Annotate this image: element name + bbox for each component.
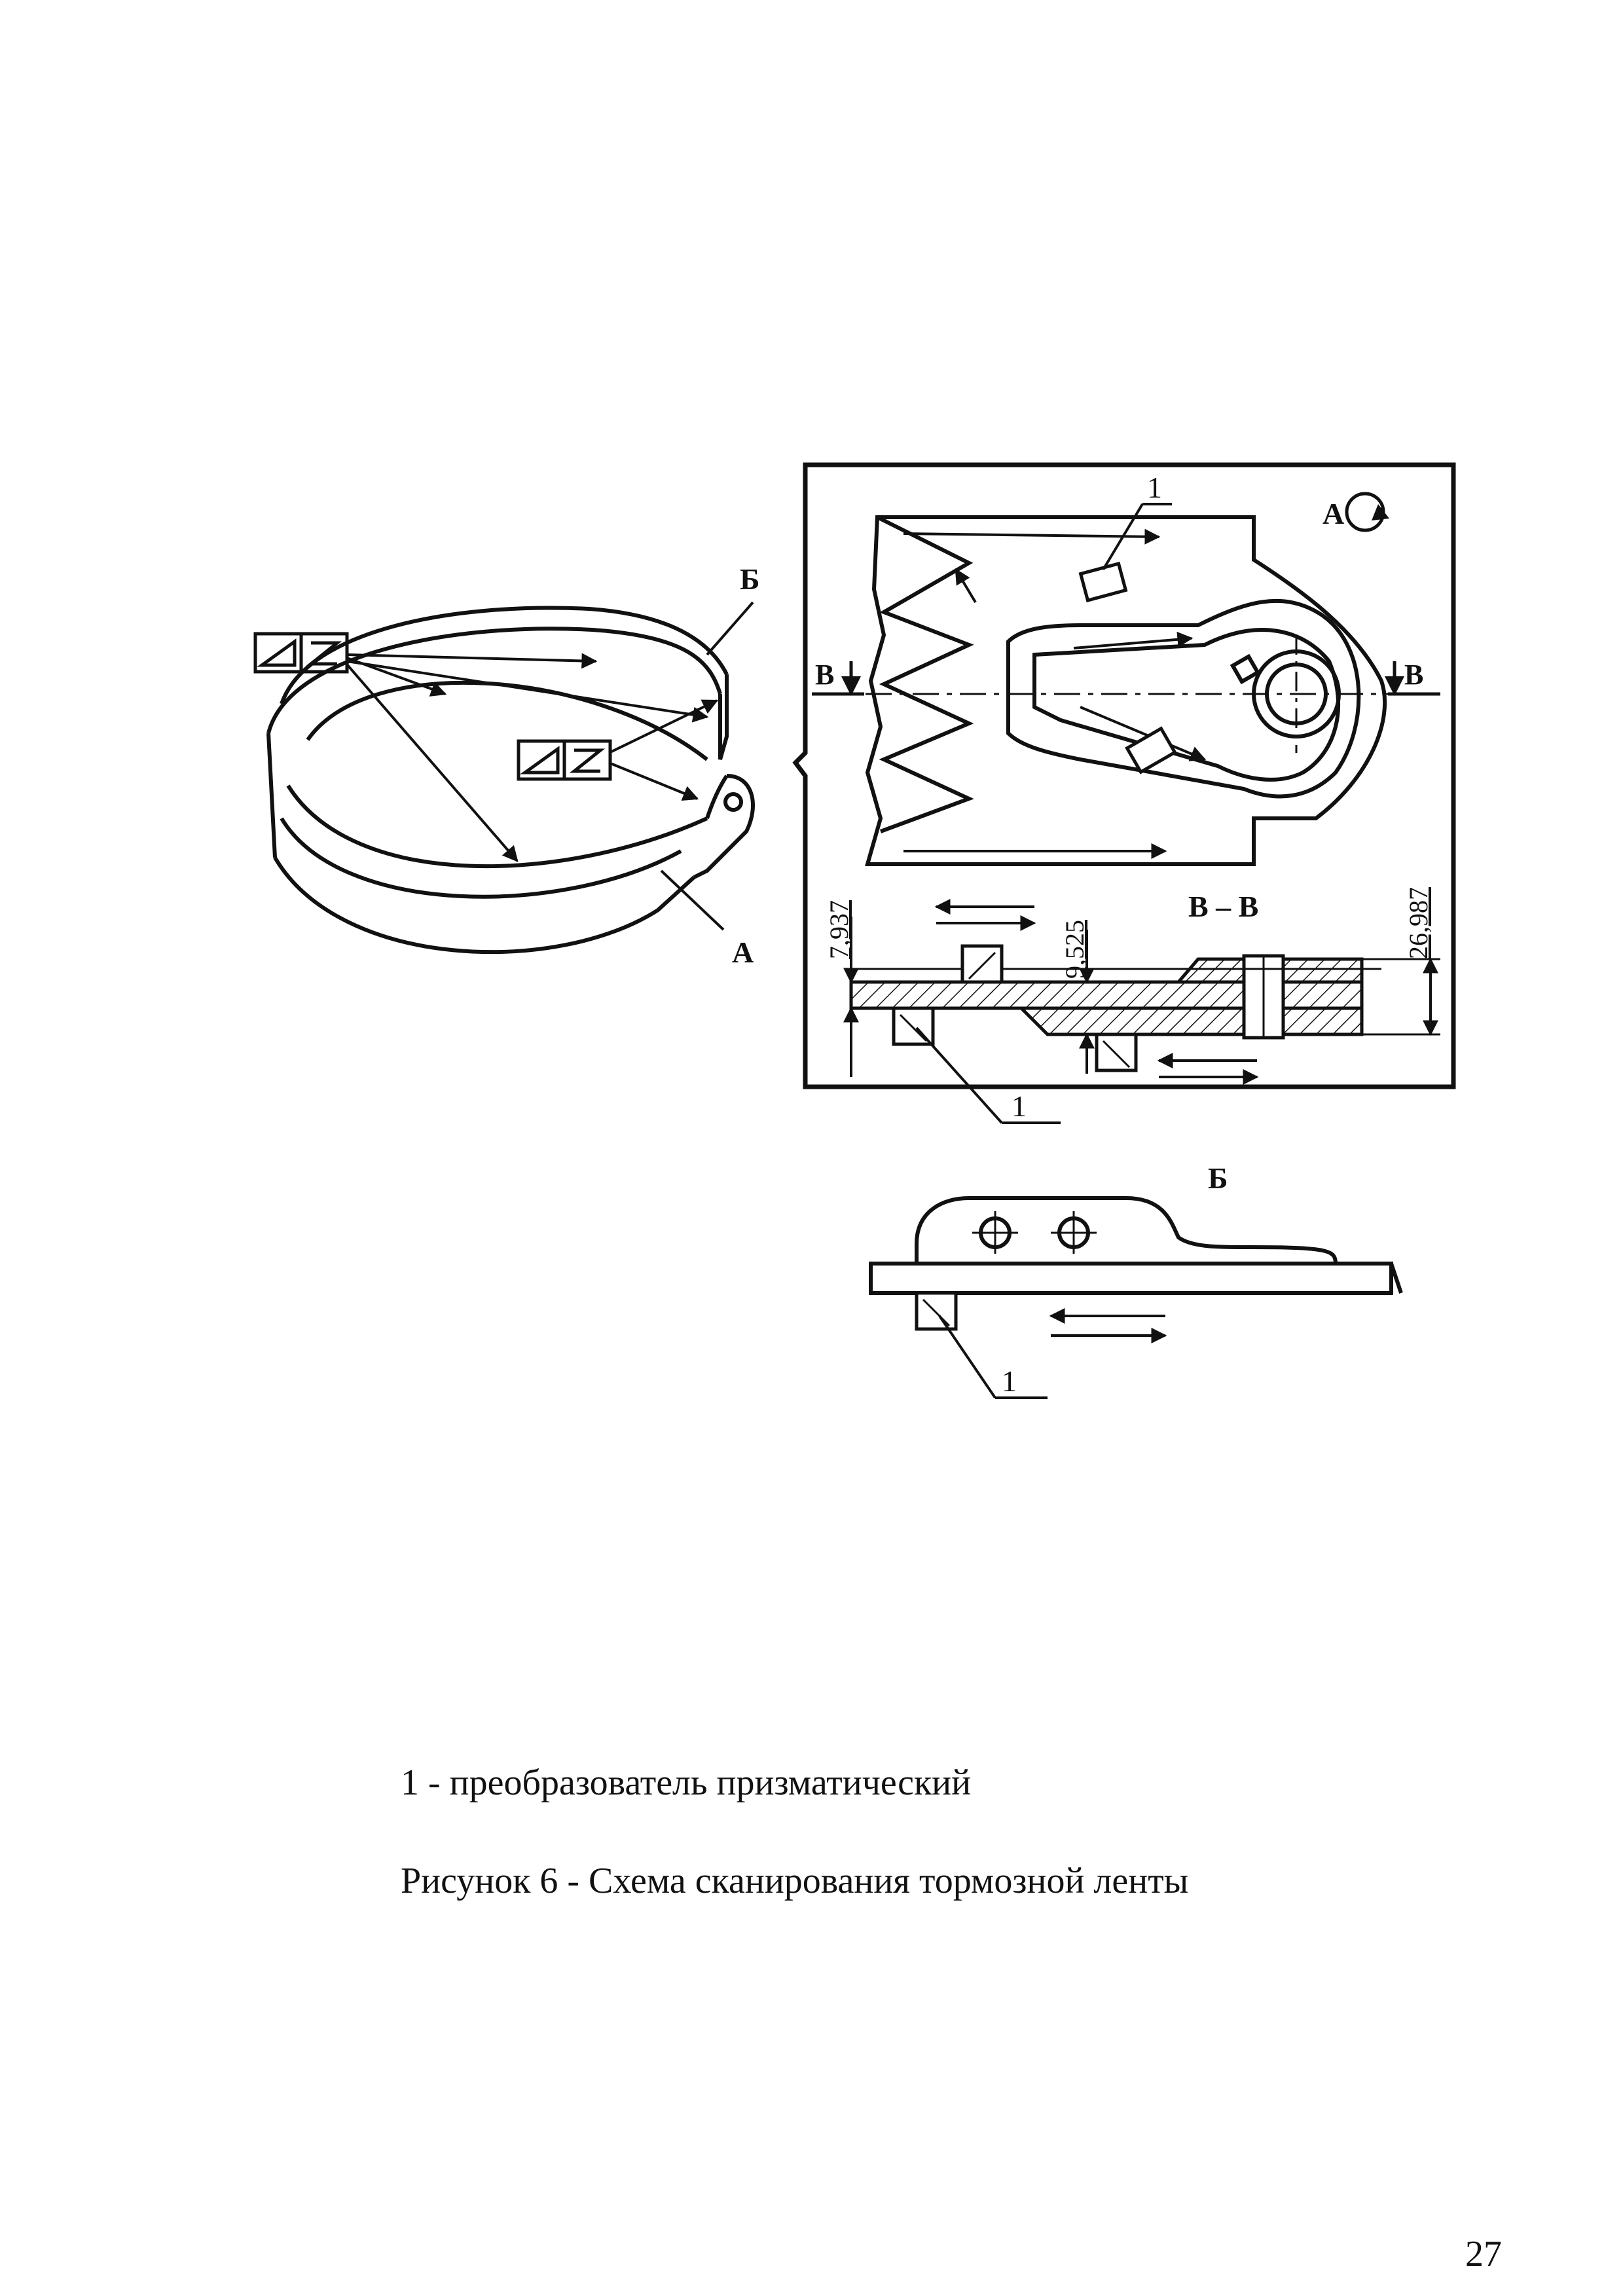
view-a-indicator: А — [1322, 492, 1389, 532]
scan-arrows-band — [346, 601, 754, 931]
view-b-drawing — [869, 1196, 1403, 1295]
brake-band-perspective — [266, 606, 755, 955]
section-markers — [812, 661, 1440, 696]
section-bb — [845, 954, 1381, 1040]
dimension-9525: 9,525 — [1060, 920, 1089, 979]
view-b-callout — [938, 1315, 1048, 1399]
section-scan-arrows — [934, 899, 1259, 1085]
view-b-arrows — [1049, 1308, 1167, 1343]
view-b-transducer — [915, 1291, 958, 1331]
view-b-title: Б — [1208, 1161, 1228, 1195]
section-marker-right: В — [1404, 659, 1423, 691]
view-b-callout-number: 1 — [1002, 1364, 1017, 1398]
page-number: 27 — [1465, 2234, 1502, 2274]
scan-path-arrows — [903, 528, 1207, 859]
view-a-label: А — [1322, 497, 1344, 530]
section-transducers — [892, 944, 1138, 1072]
detail-frame — [792, 462, 1456, 1089]
dimension-7937: 7,937 — [824, 900, 854, 959]
figure-caption: Рисунок 6 - Схема сканирования тормозной… — [401, 1861, 1189, 1901]
section-callout-number: 1 — [1012, 1089, 1027, 1123]
band-label-b: Б — [740, 562, 759, 596]
transducer-icons — [253, 632, 612, 781]
callout-top — [1102, 503, 1172, 571]
dimension-26987: 26,987 — [1404, 887, 1433, 959]
band-label-a: А — [732, 936, 754, 969]
section-marker-left: В — [815, 659, 834, 691]
dimension-lines — [843, 917, 1440, 1077]
transducers-on-plate — [1078, 561, 1177, 774]
view-a-plate — [865, 515, 1387, 866]
callout-top-number: 1 — [1147, 471, 1162, 504]
section-title: В – В — [1188, 890, 1258, 923]
section-callout — [915, 1027, 1061, 1124]
figure-legend: 1 - преобразователь призматический — [401, 1762, 972, 1803]
